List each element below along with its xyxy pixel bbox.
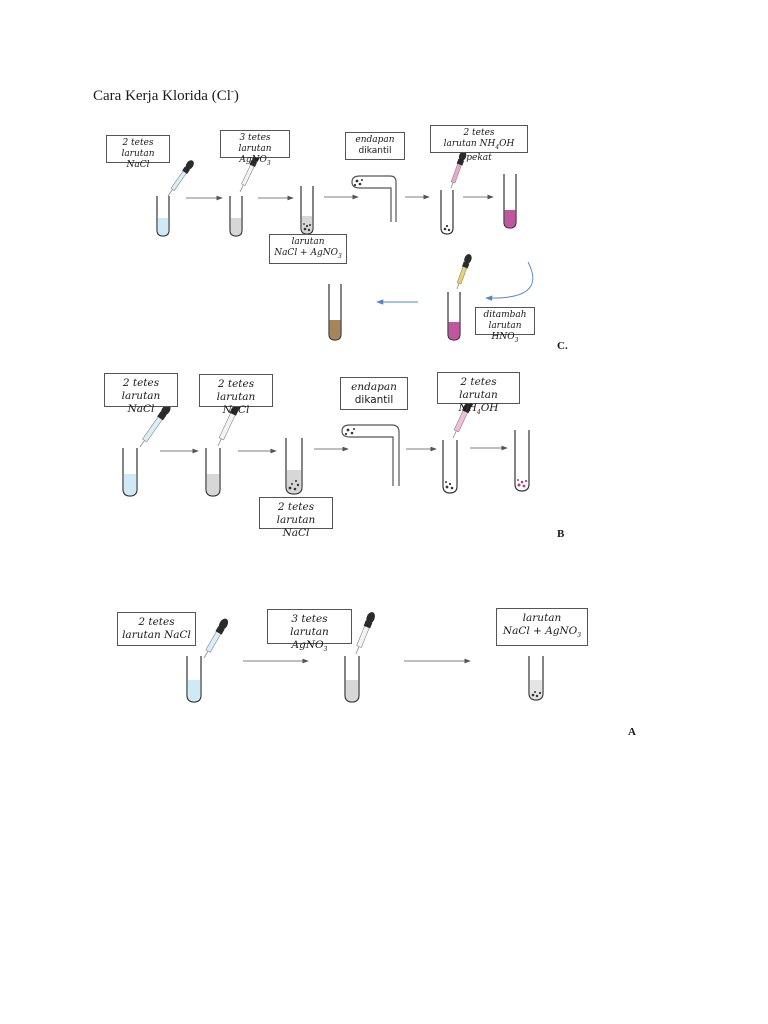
test-tube-icon: [344, 656, 360, 703]
test-tube-icon: [186, 656, 202, 703]
test-tube-icon: [300, 186, 314, 235]
page-title: Cara Kerja Klorida (Cl-): [93, 86, 239, 104]
dropper-icon: [167, 160, 194, 197]
section-marker-c: C.: [557, 340, 568, 352]
test-tube-icon: [328, 284, 342, 341]
test-tube-icon: [229, 196, 243, 237]
test-tube-icon: [442, 440, 458, 494]
dropper-icon: [203, 618, 229, 659]
dropper-icon: [355, 612, 375, 655]
test-tube-icon: [341, 424, 400, 486]
dropper-icon: [139, 404, 171, 448]
arrow-curved-icon: [485, 261, 534, 301]
section-marker-b: B: [557, 528, 565, 540]
test-tube-icon: [514, 430, 530, 492]
test-tube-icon: [285, 438, 303, 495]
test-tube-icon: [156, 196, 170, 237]
dropper-icon: [456, 254, 472, 290]
dropper-icon: [450, 151, 467, 189]
test-tube-icon: [351, 175, 397, 222]
test-tube-icon: [205, 448, 221, 497]
section-a-diagram: [186, 612, 544, 703]
test-tube-icon: [503, 174, 517, 229]
test-tube-icon: [122, 448, 138, 497]
section-b-diagram: [122, 396, 530, 497]
test-tube-icon: [440, 190, 454, 235]
test-tube-icon: [528, 656, 544, 701]
test-tube-icon: [447, 292, 461, 341]
section-marker-a: A: [628, 726, 636, 738]
